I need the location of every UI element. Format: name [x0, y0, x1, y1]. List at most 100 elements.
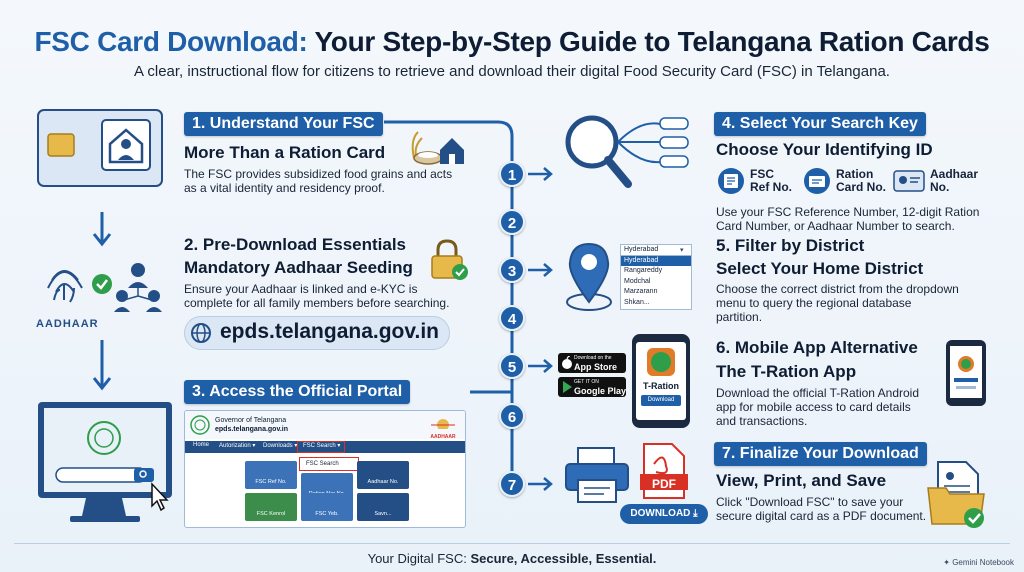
step7-badge: 7. Finalize Your Download	[714, 442, 927, 466]
portal-fsc-menu-item[interactable]: FSC Search	[299, 457, 359, 471]
id-option-fsc-ref: FSC Ref No.	[750, 168, 792, 194]
flow-number-3: 3	[499, 257, 525, 283]
t-ration-download-button[interactable]: Download	[641, 395, 681, 406]
step7-text: Click "Download FSC" to save your secure…	[716, 495, 926, 523]
aadhaar-sun-icon	[431, 419, 455, 431]
globe-icon	[191, 323, 211, 343]
grain-and-house-icon	[411, 131, 464, 165]
step1-heading: More Than a Ration Card	[184, 143, 386, 162]
id-option-ration-card: Ration Card No.	[836, 168, 886, 194]
step5-subheading: Select Your Home District	[716, 259, 924, 278]
step6-text-line2: app for mobile access to card details	[716, 400, 911, 414]
step4-text-line2: Card Number, or Aadhaar Number to search…	[716, 219, 955, 233]
step1-text: The FSC provides subsidized food grains …	[184, 167, 452, 195]
portal-tile-aadhaar[interactable]: Aadhaar No.	[357, 461, 409, 489]
flow-arrows	[528, 167, 553, 491]
portal-nav-fsc-search[interactable]: FSC Search ▾	[303, 443, 341, 449]
google-play-small-text: GET IT ON	[574, 379, 599, 385]
location-pin-icon	[566, 242, 612, 311]
footer-tagline-lead: Your Digital FSC:	[367, 551, 471, 566]
portal-nav-fsc-highlight	[297, 441, 345, 453]
fsc-ref-id-icon	[718, 168, 744, 194]
portal-nav-home[interactable]: Home	[193, 442, 210, 448]
page-title: FSC Card Download: Your Step-by-Step Gui…	[0, 26, 1024, 58]
portal-tile-fsc-ref[interactable]: FSC Ref No.	[245, 461, 297, 489]
step2-text-line1: Ensure your Aadhaar is linked and e-KYC …	[184, 282, 418, 296]
chevron-down-icon[interactable]: ▾	[680, 247, 684, 254]
app-store-button[interactable]: Download on the App Store	[558, 353, 626, 373]
district-option-shkan[interactable]: Shkan...	[624, 298, 650, 306]
portal-nav-downloads[interactable]: Downloads ▾	[263, 443, 298, 449]
district-dropdown[interactable]: Hyderabad Hyderabad Rangareddy Modchal M…	[620, 244, 692, 310]
flow-number-1: 1	[499, 161, 525, 187]
magnifier-search-icon	[565, 115, 689, 188]
step4-heading: Choose Your Identifying ID	[716, 140, 933, 159]
portal-nav-authorization[interactable]: Autorization ▾	[219, 443, 256, 449]
download-arrow-icon: ⤓	[693, 508, 698, 519]
brand-name: Gemini Notebook	[952, 558, 1014, 567]
footer-tagline-bold: Secure, Accessible, Essential.	[470, 551, 657, 566]
district-option-marzarann[interactable]: Marzarann	[624, 288, 658, 295]
portal-header	[185, 411, 465, 439]
step2-heading: 2. Pre-Download Essentials	[184, 235, 407, 254]
title-highlight: FSC Card Download:	[34, 26, 308, 57]
district-option-rangareddy[interactable]: Rangareddy	[624, 267, 663, 274]
district-option-modchal[interactable]: Modchal	[624, 277, 651, 285]
page-subtitle: A clear, instructional flow for citizens…	[134, 63, 890, 80]
portal-tile-fsc-yeb[interactable]: FSC Yeb.	[301, 493, 353, 521]
step3-badge: 3. Access the Official Portal	[184, 380, 411, 404]
google-play-label: Google Play	[574, 386, 627, 396]
footer-tagline: Your Digital FSC: Secure, Accessible, Es…	[0, 551, 1024, 566]
id-option-aadhaar-l1: Aadhaar	[930, 167, 979, 181]
flow-number-5: 5	[499, 353, 525, 379]
portal-url-box[interactable]	[184, 316, 450, 350]
title-rest: Your Step-by-Step Guide to Telangana Rat…	[307, 26, 990, 57]
portal-url-link[interactable]: epds.telangana.gov.in	[220, 320, 439, 343]
step7-text-line2: secure digital card as a PDF document.	[716, 509, 927, 523]
step5-text-line3: partition.	[716, 310, 763, 324]
portal-tile-savn[interactable]: Savn...	[357, 493, 409, 521]
down-arrow-icon	[92, 212, 112, 247]
portal-tile-fsc-kenrol[interactable]: FSC Kenrol	[245, 493, 297, 521]
telangana-emblem-icon	[190, 415, 210, 435]
document-folder-check-icon	[927, 461, 985, 528]
step4-badge: 4. Select Your Search Key	[714, 112, 926, 136]
flow-connector	[384, 120, 514, 488]
sparkle-icon: ✦	[943, 558, 953, 567]
t-ration-app-name: T-Ration	[643, 381, 679, 391]
mobile-phone-icon	[946, 340, 986, 406]
step6-text-line3: and transactions.	[716, 414, 808, 428]
id-option-fsc-ref-l2: Ref No.	[750, 180, 792, 194]
google-play-button[interactable]: GET IT ON Google Play	[558, 377, 626, 397]
step4-text-line1: Use your FSC Reference Number, 12-digit …	[716, 205, 980, 219]
portal-nav-bar	[185, 441, 465, 453]
aadhaar-label: AADHAAR	[36, 318, 99, 330]
pdf-file-icon	[640, 443, 688, 499]
district-dropdown-value[interactable]: Hyderabad	[621, 245, 691, 256]
pdf-download-button[interactable]: DOWNLOAD ⤓	[620, 504, 708, 524]
district-option-hyderabad[interactable]: Hyderabad	[621, 255, 691, 266]
step6-subheading: The T-Ration App	[716, 362, 857, 381]
id-card-illustration	[37, 109, 163, 187]
pdf-label: PDF	[652, 477, 676, 491]
computer-monitor-illustration	[38, 402, 172, 522]
aadhaar-fingerprint-icon	[47, 263, 162, 312]
aadhaar-logo: AADHAAR	[425, 415, 461, 440]
id-option-aadhaar: Aadhaar No.	[930, 168, 978, 194]
padlock-check-icon	[431, 239, 468, 280]
play-triangle-icon	[563, 381, 572, 393]
id-option-ration-card-l2: Card No.	[836, 180, 887, 194]
aadhaar-card-icon	[893, 170, 925, 192]
portal-screenshot: Governor of Telangana epds.telangana.gov…	[184, 410, 466, 528]
ration-card-icon	[804, 168, 830, 194]
phone-illustration: T-Ration Download	[632, 334, 690, 428]
flow-number-4: 4	[499, 305, 525, 331]
down-arrow-icon-2	[92, 340, 112, 391]
step5-text: Choose the correct district from the dro…	[716, 282, 959, 324]
id-option-fsc-ref-l1: FSC	[750, 167, 774, 181]
app-store-label: App Store	[574, 362, 618, 372]
portal-gov-url: epds.telangana.gov.in	[215, 426, 288, 433]
pdf-download-label: DOWNLOAD	[630, 508, 691, 519]
aadhaar-logo-text: AADHAAR	[430, 434, 456, 440]
printer-icon	[565, 447, 629, 503]
